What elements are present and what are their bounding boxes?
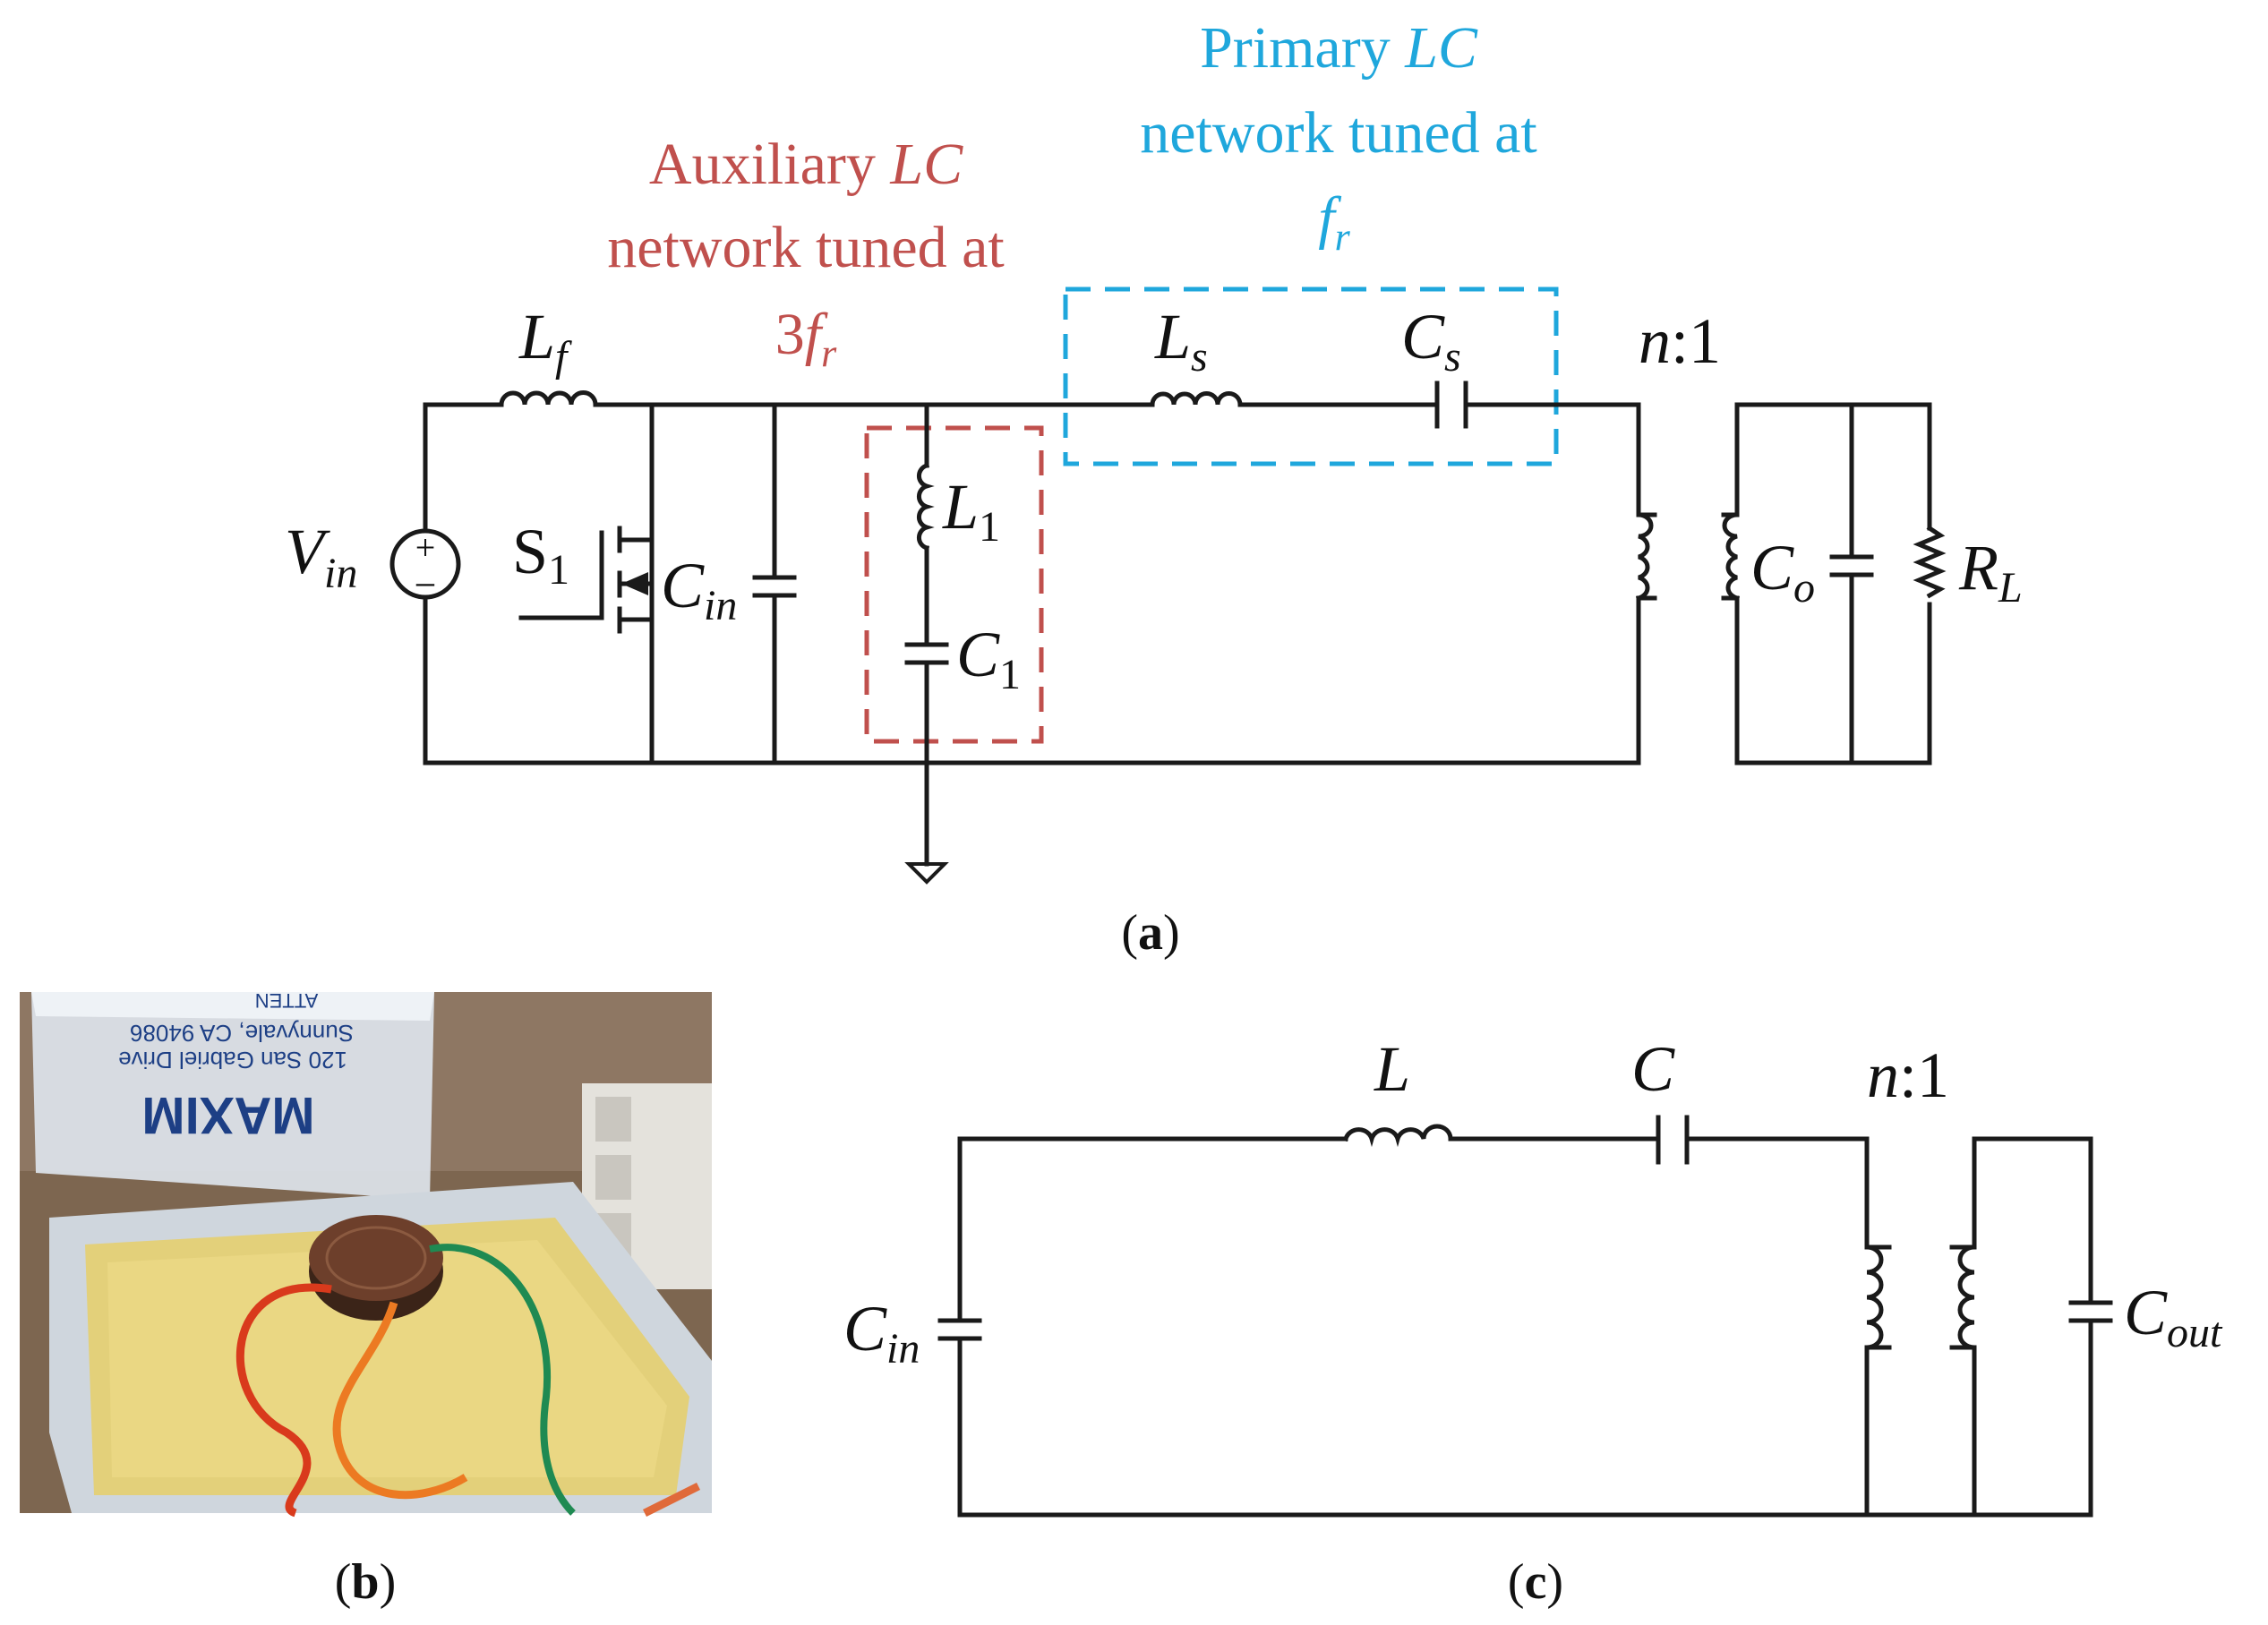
caption-b: (b)	[335, 1554, 396, 1610]
label-cin-c: Cin	[843, 1293, 920, 1373]
svg-text:network tuned at: network tuned at	[607, 215, 1005, 280]
label-co: Co	[1750, 532, 1815, 612]
photo-brand-text: MAXIM	[141, 1086, 314, 1144]
voltage-source-vin: + −	[389, 527, 461, 607]
inductor-ls	[1150, 391, 1243, 407]
ground-symbol	[904, 862, 949, 885]
label-c: C	[1631, 1033, 1675, 1105]
label-rl: RL	[1958, 532, 2023, 612]
resistor-rl	[1913, 525, 1947, 599]
auxiliary-lc-box	[864, 425, 1044, 744]
inductor-l1	[917, 462, 935, 552]
label-cs: Cs	[1401, 301, 1461, 381]
circuit-c-wires	[957, 1136, 2093, 1518]
capacitor-c	[1656, 1115, 1690, 1165]
svg-text:network tuned at: network tuned at	[1140, 100, 1537, 166]
label-c1: C1	[956, 619, 1021, 698]
label-ls: Ls	[1154, 301, 1208, 381]
inductor-lf	[499, 390, 598, 407]
figure-a-circuit: Auxiliary LC network tuned at 3fr Primar…	[285, 15, 2023, 961]
svg-text:+: +	[415, 527, 436, 568]
circuit-a-wires	[423, 402, 1932, 867]
label-turns-ratio-c: n:1	[1867, 1039, 1949, 1111]
svg-text:Auxiliary LC: Auxiliary LC	[649, 132, 963, 197]
photo-address-line2: Sunnyvale, CA 94086	[130, 1020, 354, 1047]
transformer-a	[1635, 512, 1741, 602]
capacitor-cin	[752, 575, 797, 598]
label-l1: L1	[942, 471, 1000, 551]
capacitor-cin-c	[937, 1318, 982, 1341]
label-s1: S1	[512, 516, 569, 594]
figure-c-circuit: L C n:1 Cin Cout	[843, 1033, 2223, 1518]
capacitor-c1	[904, 642, 949, 665]
label-cin: Cin	[661, 550, 737, 629]
photo-partial-text: ATTEN	[255, 989, 318, 1012]
primary-lc-box	[1063, 287, 1559, 466]
label-lf: Lf	[518, 301, 572, 381]
transformer-c	[1864, 1244, 1977, 1350]
label-cout: Cout	[2124, 1277, 2223, 1356]
inductor-l	[1342, 1124, 1453, 1148]
caption-c: (c)	[1508, 1554, 1563, 1610]
label-turns-ratio-a: n:1	[1639, 305, 1721, 377]
auxiliary-lc-label: Auxiliary LC network tuned at 3fr	[607, 132, 1005, 375]
primary-lc-label: Primary LC network tuned at fr	[1140, 15, 1537, 259]
capacitor-cs	[1434, 381, 1468, 429]
label-l: L	[1374, 1033, 1410, 1105]
figure-b-photo: MAXIM 120 San Gabriel Drive Sunnyvale, C…	[20, 989, 712, 1518]
caption-a: (a)	[1121, 905, 1179, 961]
capacitor-cout	[2068, 1300, 2113, 1323]
mosfet-s1	[518, 526, 655, 634]
capacitor-co	[1829, 554, 1874, 577]
photo-address-line1: 120 San Gabriel Drive	[118, 1047, 347, 1073]
svg-text:Primary LC: Primary LC	[1200, 15, 1478, 81]
label-vin: Vin	[285, 516, 357, 597]
svg-text:fr: fr	[1318, 185, 1350, 259]
svg-text:3fr: 3fr	[775, 302, 837, 375]
svg-text:−: −	[415, 563, 437, 607]
